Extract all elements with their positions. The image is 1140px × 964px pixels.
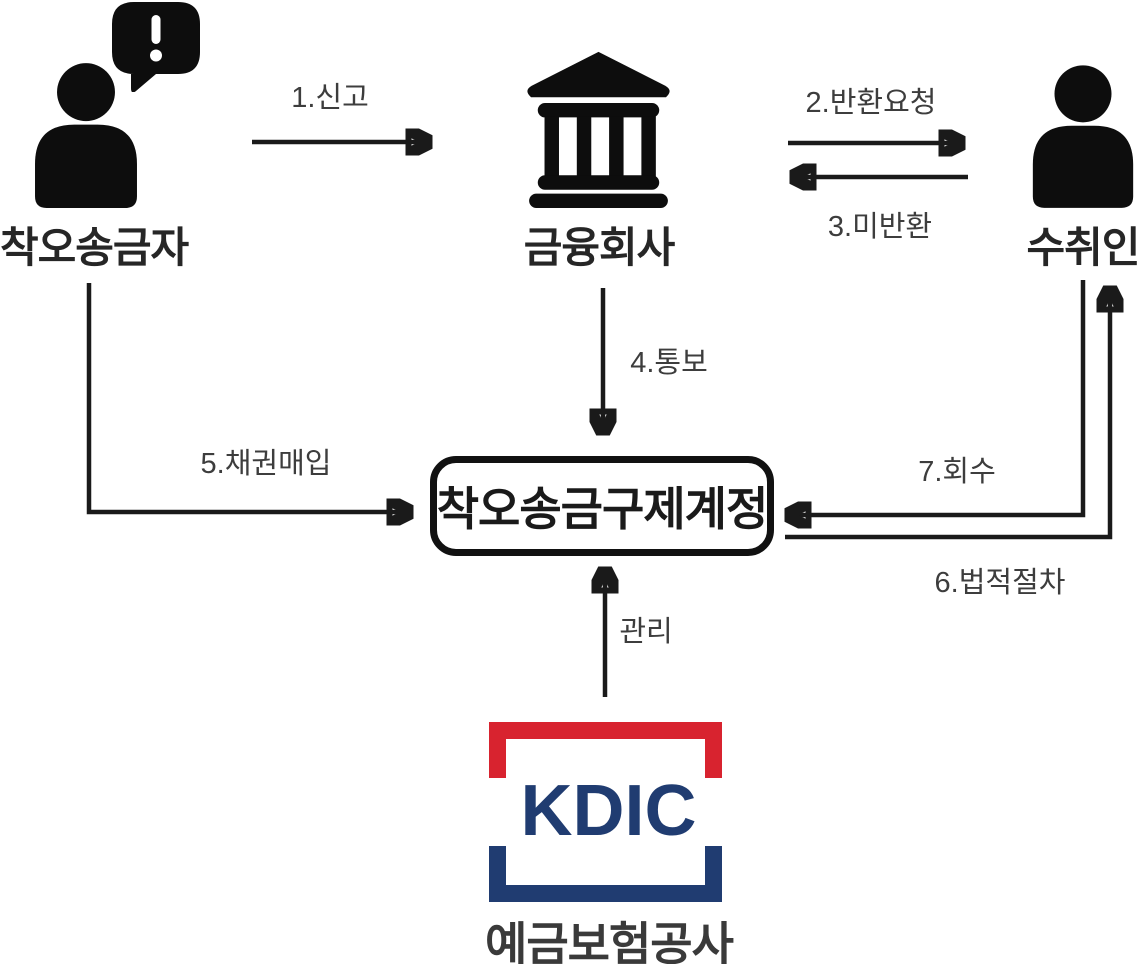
edge-label-report: 1.신고 — [291, 82, 369, 114]
edge-label-management: 관리 — [619, 616, 673, 648]
edge-label-recovery: 7.회수 — [918, 456, 996, 488]
sender-node: 착오송금자 — [0, 0, 210, 271]
relief-account-label: 착오송금구제계정 — [436, 483, 769, 535]
relief-account-box: 착오송금구제계정 — [430, 456, 774, 556]
kdic-logo: KDIC 예금보험공사 — [470, 714, 748, 964]
recipient-label: 수취인 — [1026, 224, 1140, 271]
person-icon — [1032, 65, 1134, 208]
kdic-caption: 예금보험공사 — [485, 918, 734, 964]
arrow-recovery — [790, 280, 1086, 515]
bank-label: 금융회사 — [523, 224, 676, 271]
person-icon — [35, 63, 137, 208]
edge-label-legal-procedure: 6.법적절차 — [934, 567, 1066, 599]
bank-icon — [527, 51, 670, 209]
edge-label-notification: 4.통보 — [630, 347, 708, 379]
kdic-red-bracket — [489, 722, 722, 778]
edge-label-return-request: 2.반환요청 — [805, 87, 937, 119]
exclamation-speech-bubble-icon — [112, 2, 200, 92]
edge-label-bond-purchase: 5.채권매입 — [200, 448, 332, 480]
arrow-legal-procedure — [785, 291, 1110, 540]
kdic-logo-brackets — [489, 722, 722, 902]
bank-node: 금융회사 — [500, 40, 700, 271]
sender-label: 착오송금자 — [0, 224, 189, 271]
recipient-node: 수취인 — [1020, 40, 1140, 271]
arrow-bond-purchase — [86, 283, 408, 512]
kdic-logo-text: KDIC — [520, 771, 697, 851]
kdic-navy-bracket — [489, 846, 722, 902]
edge-label-non-return: 3.미반환 — [827, 211, 933, 243]
